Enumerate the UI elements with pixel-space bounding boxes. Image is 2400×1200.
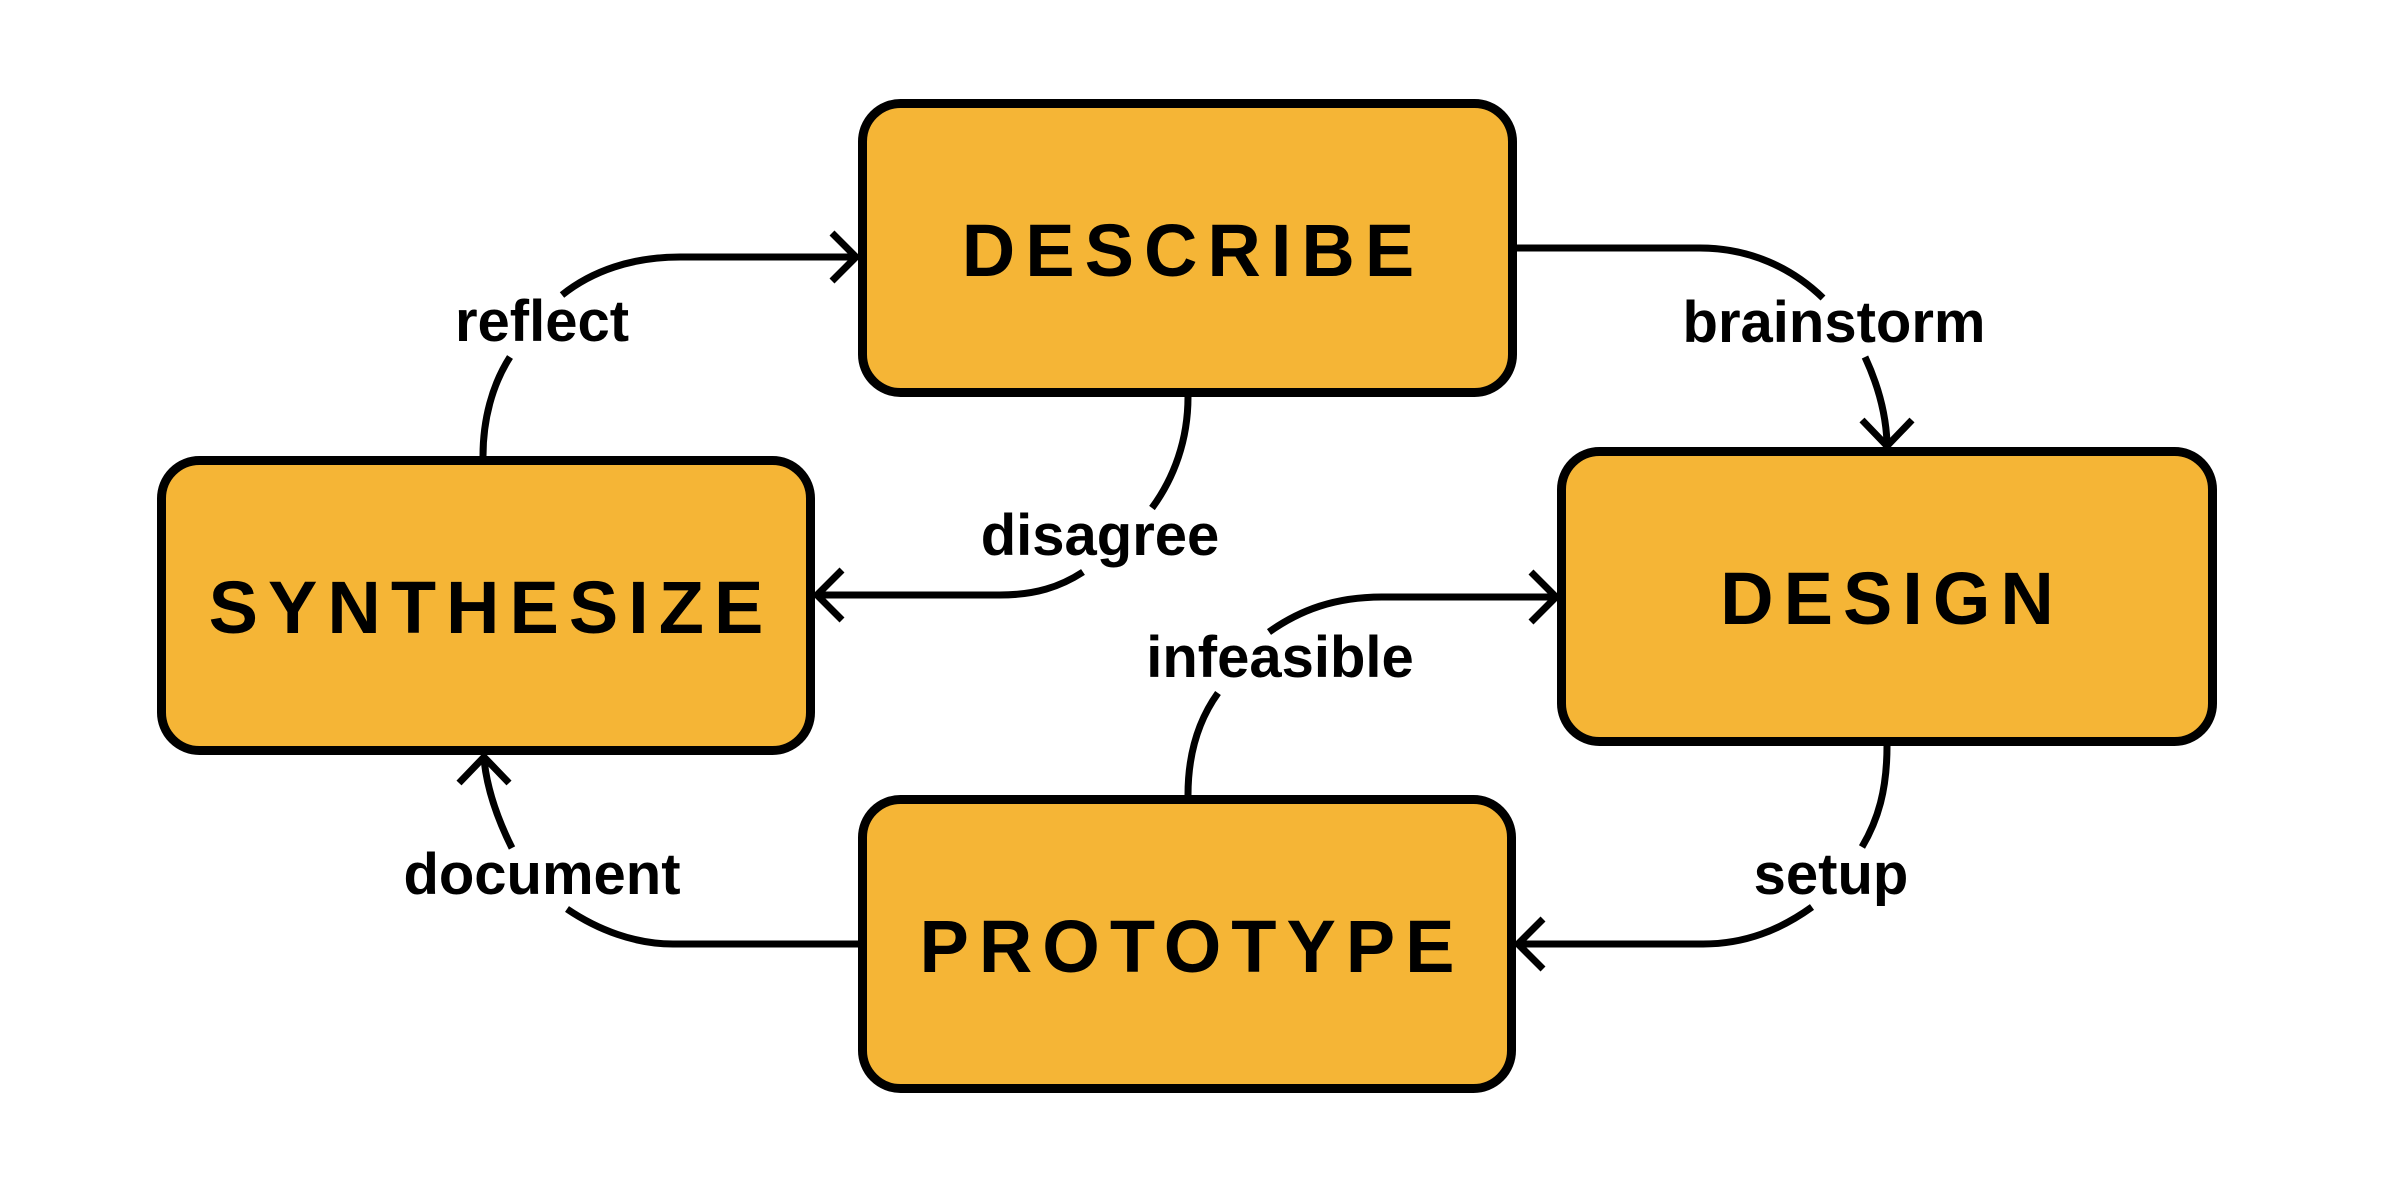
edge-label-infeasible: infeasible xyxy=(1146,625,1414,690)
node-label-design: DESIGN xyxy=(1720,557,2064,640)
edge-label-setup: setup xyxy=(1754,842,1909,907)
arrowhead-up-icon xyxy=(456,751,512,786)
brainstorm-connector xyxy=(1861,355,1891,444)
edge-brainstorm: brainstorm xyxy=(1517,244,1986,452)
node-design[interactable]: DESIGN xyxy=(1557,447,2217,746)
node-prototype[interactable]: PROTOTYPE xyxy=(858,795,1516,1093)
arrowhead-right-icon xyxy=(829,230,861,284)
node-label-describe: DESCRIBE xyxy=(962,209,1424,292)
infeasible-connector xyxy=(1266,593,1553,635)
arrowhead-down-icon xyxy=(1859,417,1915,452)
setup-connector xyxy=(1858,745,1891,849)
disagree-connector xyxy=(1149,396,1192,511)
arrowhead-left-icon xyxy=(1513,916,1546,972)
document-connector xyxy=(480,758,516,850)
reflect-connector xyxy=(479,355,513,457)
edge-label-reflect: reflect xyxy=(455,289,629,354)
infeasible-connector xyxy=(1184,690,1221,796)
arrowhead-right-icon xyxy=(1528,569,1561,625)
edge-infeasible: infeasible xyxy=(1146,569,1561,796)
edge-reflect: reflect xyxy=(455,230,861,457)
design-box[interactable] xyxy=(1557,447,2217,746)
node-describe[interactable]: DESCRIBE xyxy=(858,99,1517,397)
prototype-box[interactable] xyxy=(858,795,1516,1093)
edge-label-disagree: disagree xyxy=(981,503,1220,568)
node-label-prototype: PROTOTYPE xyxy=(919,905,1464,988)
arrowhead-left-icon xyxy=(812,567,845,623)
node-synthesize[interactable]: SYNTHESIZE xyxy=(157,456,815,755)
setup-connector xyxy=(1520,904,1815,948)
node-label-synthesize: SYNTHESIZE xyxy=(209,566,774,649)
describe-box[interactable] xyxy=(858,99,1517,397)
edge-label-brainstorm: brainstorm xyxy=(1683,290,1986,355)
edge-document: document xyxy=(403,751,860,948)
edge-setup: setup xyxy=(1513,745,1909,972)
edge-disagree: disagree xyxy=(812,396,1220,623)
reflect-connector xyxy=(559,253,853,298)
edge-label-document: document xyxy=(403,842,680,907)
document-connector xyxy=(565,906,860,948)
synthesize-box[interactable] xyxy=(157,456,815,755)
brainstorm-connector xyxy=(1517,244,1826,301)
disagree-connector xyxy=(819,569,1085,599)
